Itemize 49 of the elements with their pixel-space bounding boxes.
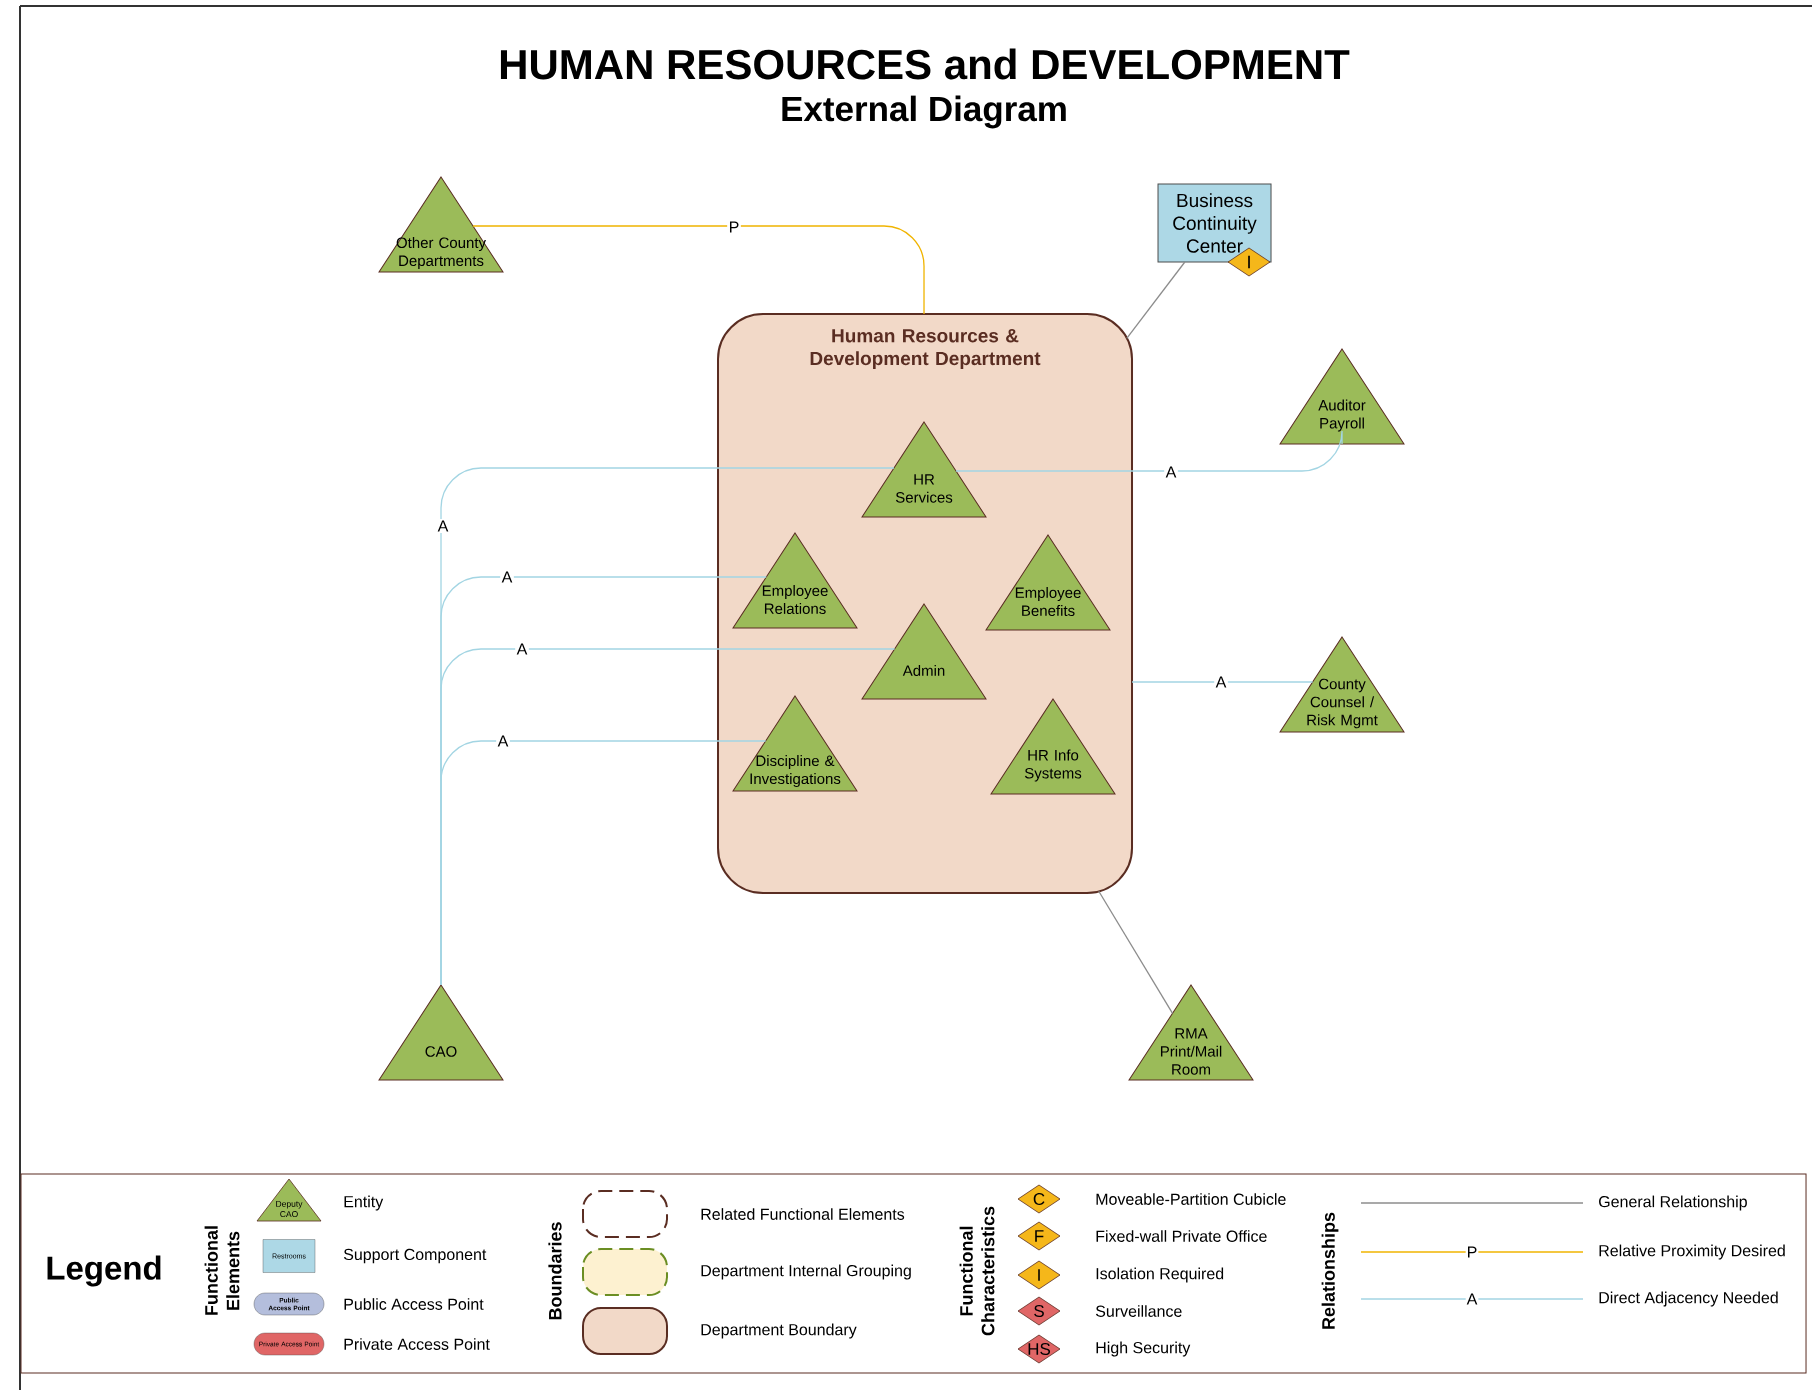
legend-text: Relative Proximity Desired (1599, 1244, 1785, 1260)
legend-text: Isolation Required (1096, 1267, 1224, 1283)
legend-text: Department Internal Grouping (701, 1264, 911, 1280)
legend-text: Department Boundary (701, 1323, 857, 1339)
entity-triangle: RMA Print/Mail Room (1128, 984, 1254, 1081)
title: HUMAN RESOURCES and DEVELOPMENT (500, 48, 1350, 80)
legend-text: General Relationship (1599, 1195, 1747, 1211)
relationship-line: P (1360, 1245, 1584, 1259)
legend-text: Public Access Point (344, 1298, 484, 1310)
legend-group-heading: Relationships (1321, 1212, 1339, 1329)
legend-group-heading: Functional Characteristics (959, 1206, 995, 1336)
legend-text: Entity (344, 1195, 384, 1211)
legend-text: Support Component (343, 1248, 487, 1264)
legend-text: Private Access Point (344, 1338, 490, 1350)
connector (440, 740, 767, 986)
connector (1131, 681, 1314, 683)
legend-group-heading: Boundaries (548, 1222, 562, 1320)
edge-label: A (1164, 465, 1178, 479)
entity-triangle: Employee Benefits (985, 534, 1111, 631)
legend-text: Surveillance (1095, 1305, 1182, 1317)
connector (1126, 261, 1186, 339)
edge-label: A (515, 642, 529, 656)
legend-heading: Legend (47, 1255, 161, 1287)
entity-triangle: Employee Relations (732, 532, 858, 629)
connector (955, 430, 1343, 472)
legend-group-heading: Functional Elements (204, 1226, 240, 1315)
edge-label: A (436, 519, 450, 533)
entity-triangle: Other County Departments (378, 176, 504, 273)
legend-text: High Security (1096, 1341, 1191, 1357)
entity-triangle: HR Services (861, 421, 987, 518)
edge-label: P (727, 220, 741, 234)
edge-label: A (496, 734, 510, 748)
entity-triangle: CAO (378, 984, 504, 1081)
legend-text: Related Functional Elements (701, 1208, 905, 1220)
connector (472, 225, 925, 315)
legend-text: Moveable-Partition Cubicle (1096, 1193, 1286, 1205)
legend-text: Fixed-wall Private Office (1096, 1230, 1267, 1242)
entity-triangle: County Counsel / Risk Mgmt (1279, 636, 1405, 733)
entity-triangle: HR Info Systems (990, 698, 1116, 795)
support-box: Business Continuity Center I (1157, 183, 1272, 277)
edge-label: A (1214, 675, 1228, 689)
relationship-line: A (1360, 1292, 1584, 1306)
entity-triangle: Auditor Payroll (1279, 348, 1405, 445)
edge-label: A (500, 570, 514, 584)
connector (1098, 890, 1174, 1014)
entity-triangle: Discipline & Investigations (732, 695, 858, 792)
subtitle: External Diagram (782, 95, 1066, 129)
legend-text: Direct Adjacency Needed (1599, 1291, 1778, 1307)
entity-triangle: Admin (861, 603, 987, 700)
